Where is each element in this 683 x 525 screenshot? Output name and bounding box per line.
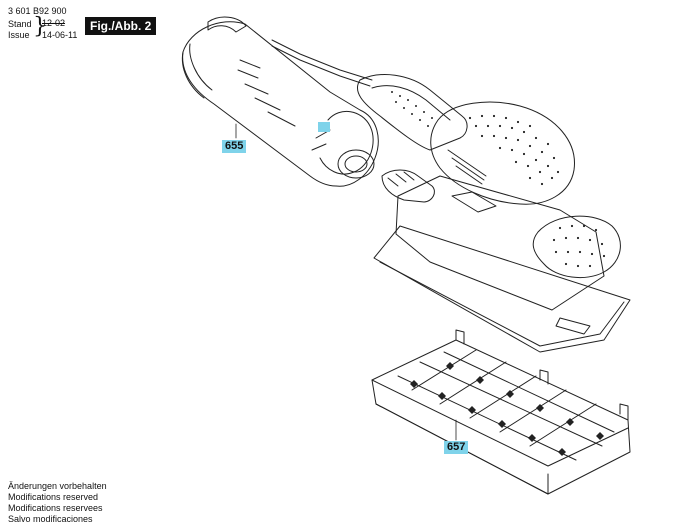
power-cord <box>272 40 372 80</box>
plate-outline <box>372 340 630 494</box>
modification-notes: Änderungen vorbehalten Modifications res… <box>8 481 107 525</box>
plate-ribs <box>410 362 604 456</box>
dust-box-rim <box>182 44 212 98</box>
sanding-plate-part-657 <box>372 330 630 494</box>
dust-box-body <box>183 22 379 186</box>
switch-vents <box>448 150 486 184</box>
plate-grid <box>398 350 614 460</box>
note-fr: Modifications reservees <box>8 503 103 513</box>
sander-body <box>272 40 630 352</box>
figure-badge: Fig./Abb. 2 <box>85 17 157 35</box>
speed-dial <box>452 192 496 212</box>
vent-dots <box>468 114 560 186</box>
note-en: Modifications reserved <box>8 492 99 502</box>
dust-box-cap <box>208 17 246 32</box>
part-label-655[interactable]: 655 <box>222 140 247 153</box>
dust-box-outlet-opening <box>338 150 374 178</box>
note-de: Änderungen vorbehalten <box>8 481 107 491</box>
revision-date-old: 12-02 <box>42 18 66 28</box>
dust-box-part-655 <box>182 17 378 186</box>
stand-label: Stand <box>8 19 32 29</box>
issue-label: Issue <box>8 30 30 40</box>
clamp-lever <box>556 318 590 334</box>
date-brace: } <box>33 14 47 39</box>
grip-texture <box>391 91 433 127</box>
motor-housing <box>431 102 575 204</box>
base-housing <box>396 176 604 310</box>
grip-handle <box>357 75 467 150</box>
extraction-port <box>382 170 434 202</box>
base-plate <box>374 226 630 352</box>
dust-box-marker <box>318 122 330 132</box>
plate-flanges <box>456 330 628 420</box>
knob-dots <box>552 224 606 268</box>
dust-box-ribs <box>238 60 295 126</box>
front-knob <box>533 216 620 277</box>
part-label-657[interactable]: 657 <box>444 441 469 454</box>
dust-box-outlet <box>320 111 373 174</box>
note-es: Salvo modificaciones <box>8 514 93 524</box>
document-number: 3 601 B92 900 <box>8 6 67 16</box>
revision-date-new: 14-06-11 <box>42 30 78 40</box>
